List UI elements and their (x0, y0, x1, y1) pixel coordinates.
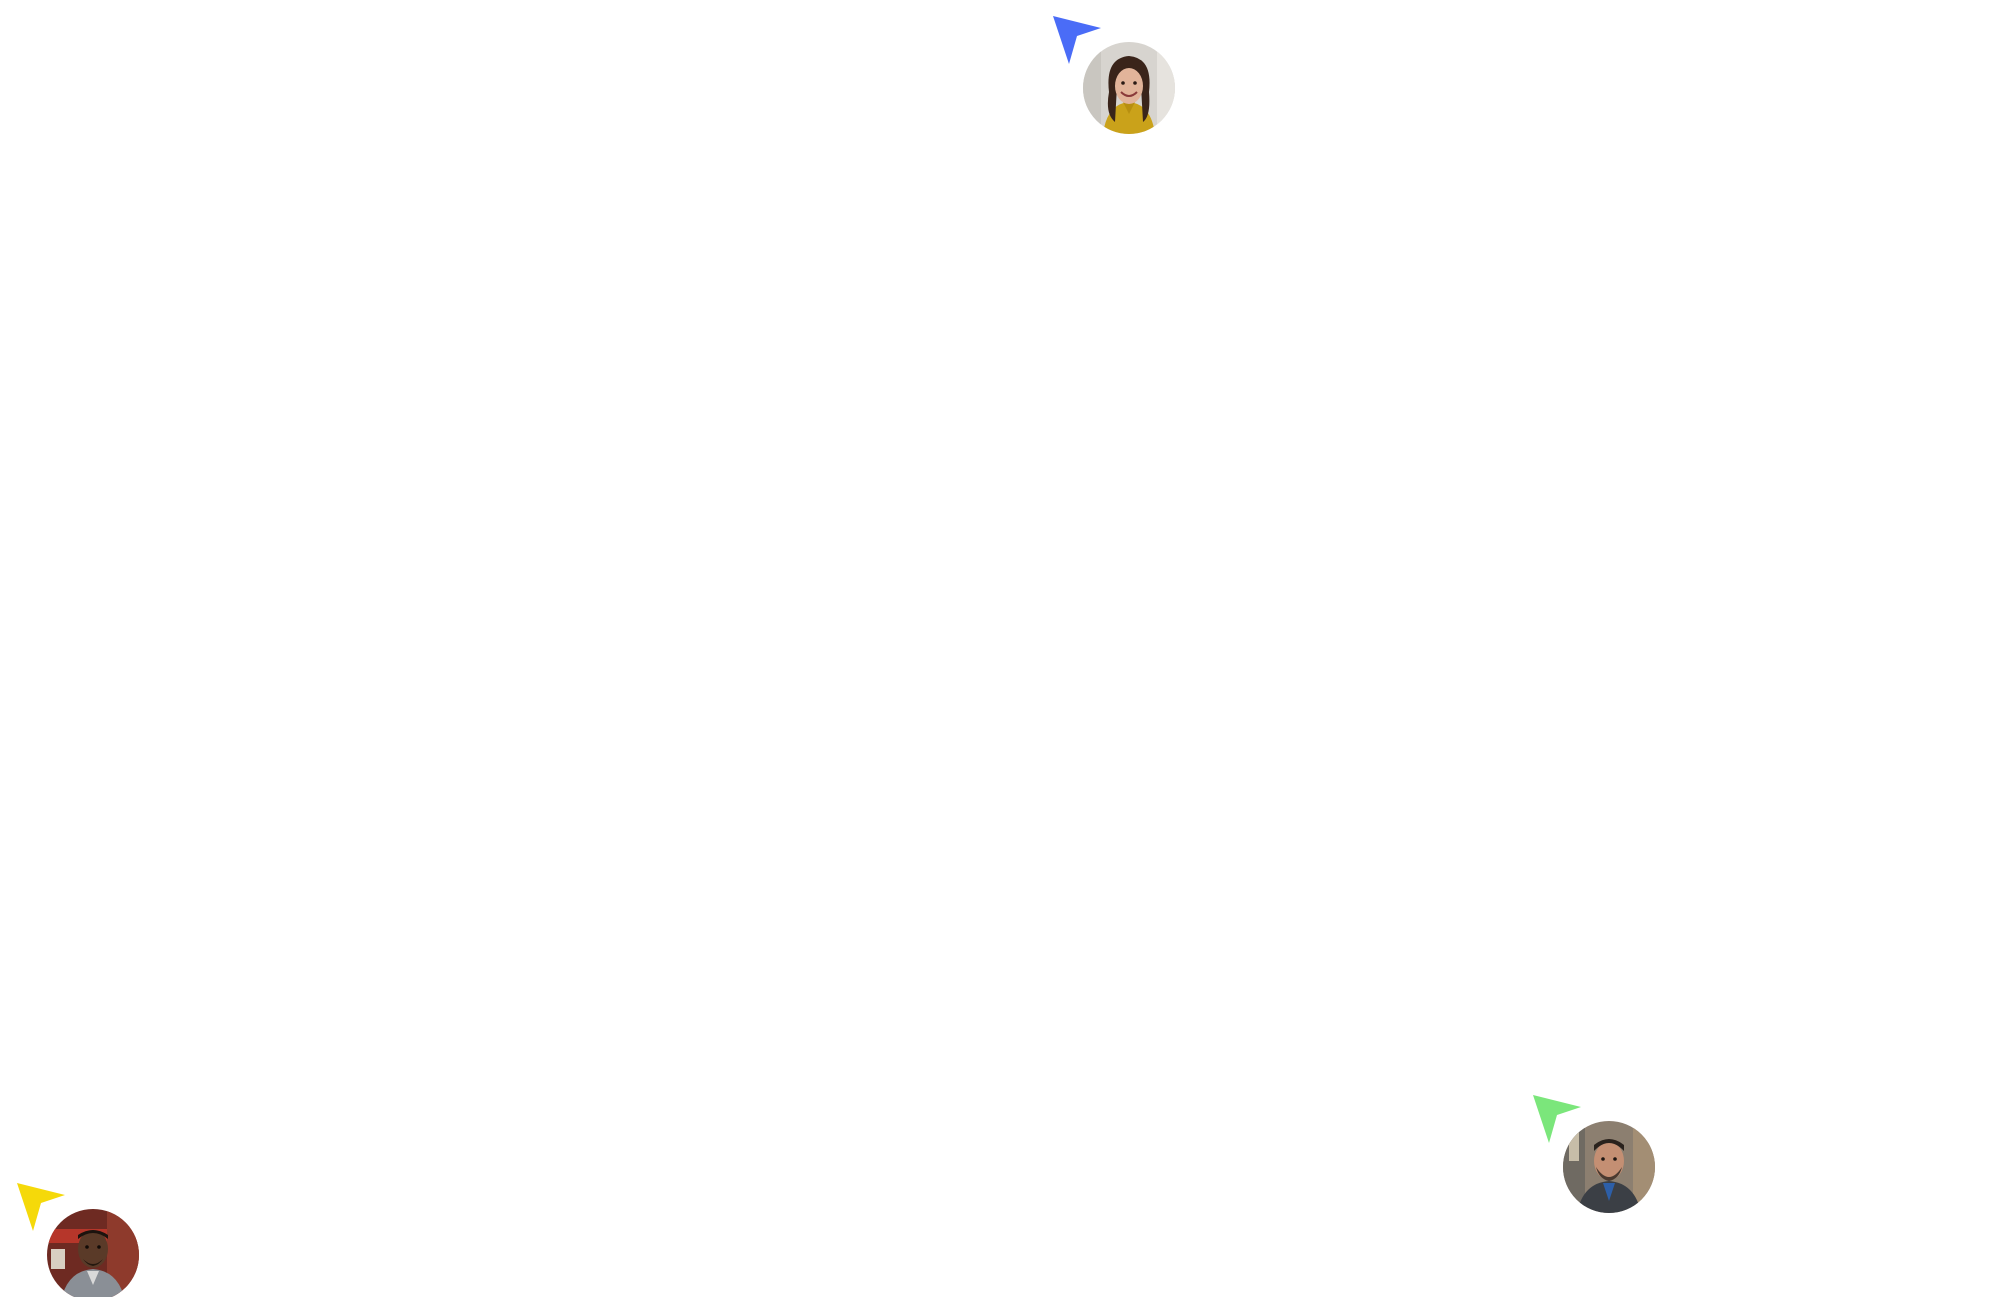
man-portrait-icon (47, 1209, 139, 1297)
collaborator-cursor-yellow (17, 1183, 147, 1297)
collaborator-cursor-blue (1053, 16, 1183, 146)
collaborator-cursor-green (1533, 1095, 1663, 1225)
cursor-pointer-icon (17, 1183, 65, 1231)
avatar (47, 1209, 139, 1297)
cursor-pointer-icon (1533, 1095, 1581, 1143)
avatar (1083, 42, 1175, 134)
cursor-pointer-icon (1053, 16, 1101, 64)
man-portrait-beard-icon (1563, 1121, 1655, 1213)
avatar (1563, 1121, 1655, 1213)
woman-portrait-icon (1083, 42, 1175, 134)
